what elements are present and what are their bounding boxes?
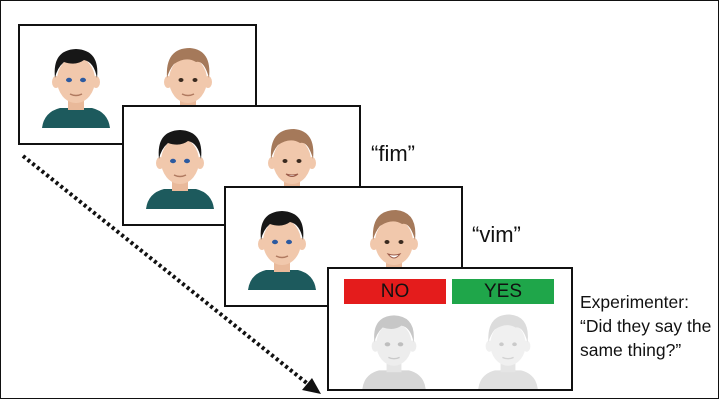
response-panel: NO YES xyxy=(327,267,573,391)
experimenter-note: Experimenter: “Did they say the same thi… xyxy=(580,290,711,362)
yes-button[interactable]: YES xyxy=(452,279,554,304)
note-line: Experimenter: xyxy=(580,292,689,312)
face-brown-hair-faded xyxy=(472,307,544,394)
note-line: “Did they say the xyxy=(580,316,712,336)
utterance-fim: “fim” xyxy=(371,141,415,166)
arrow-line xyxy=(21,154,310,386)
face-dark-hair xyxy=(40,40,112,133)
no-button[interactable]: NO xyxy=(344,279,446,304)
utterance-vim: “vim” xyxy=(472,222,521,247)
face-dark-hair-faded xyxy=(358,307,430,394)
arrow-head xyxy=(302,378,321,394)
face-dark-hair xyxy=(246,202,318,295)
note-line: same thing?” xyxy=(580,340,682,360)
face-dark-hair xyxy=(144,121,216,214)
